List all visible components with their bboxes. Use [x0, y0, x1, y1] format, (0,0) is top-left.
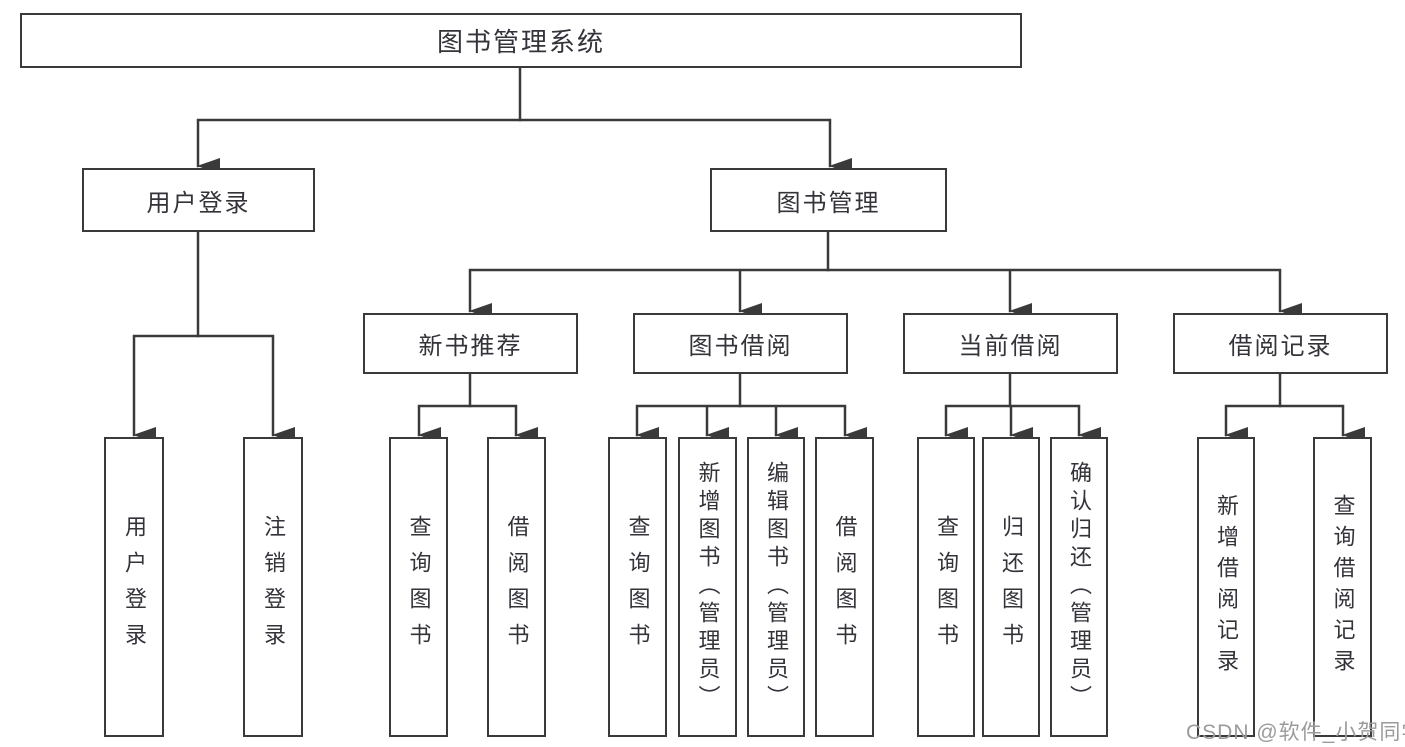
- leaf-return-book: 归还图书: [982, 437, 1040, 737]
- leaf-return-book-label: 归还图书: [999, 515, 1024, 659]
- leaf-query-books-borrow-label: 查询图书: [625, 515, 651, 659]
- node-current-borrowing-label: 当前借阅: [958, 333, 1063, 360]
- leaf-edit-book-admin: 编辑图书（管理员）: [747, 437, 805, 737]
- leaf-logout-label: 注销登录: [261, 515, 286, 659]
- node-new-book-recommend-label: 新书推荐: [418, 333, 523, 360]
- leaf-add-borrow-record-label: 新增借阅记录: [1214, 494, 1239, 680]
- node-book-management-label: 图书管理: [776, 189, 881, 217]
- leaf-borrow-books: 借阅图书: [815, 437, 874, 737]
- node-borrowing-records: 借阅记录: [1173, 313, 1388, 374]
- leaf-query-books-current-label: 查询图书: [934, 515, 959, 659]
- watermark-text: CSDN @软件_小贺同学: [1186, 721, 1405, 744]
- leaf-confirm-return-admin: 确认归还（管理员）: [1050, 437, 1108, 737]
- leaf-add-borrow-record: 新增借阅记录: [1197, 437, 1255, 737]
- node-library-system-label: 图书管理系统: [436, 27, 605, 57]
- leaf-borrow-books-recommend: 借阅图书: [487, 437, 546, 737]
- leaf-edit-book-admin-label: 编辑图书（管理员）: [764, 461, 789, 713]
- node-current-borrowing: 当前借阅: [903, 313, 1118, 374]
- node-user-login: 用户登录: [82, 168, 315, 232]
- leaf-query-books-recommend-label: 查询图书: [406, 515, 432, 659]
- leaf-add-book-admin-label: 新增图书（管理员）: [695, 461, 721, 713]
- node-book-borrowing: 图书借阅: [633, 313, 848, 374]
- leaf-borrow-books-label: 借阅图书: [832, 515, 858, 659]
- leaf-query-borrow-record: 查询借阅记录: [1313, 437, 1372, 737]
- leaf-query-books-current: 查询图书: [917, 437, 975, 737]
- node-user-login-label: 用户登录: [146, 189, 251, 217]
- leaf-user-login: 用户登录: [104, 437, 164, 737]
- leaf-user-login-label: 用户登录: [122, 515, 147, 659]
- node-borrowing-records-label: 借阅记录: [1228, 333, 1333, 360]
- leaf-query-borrow-record-label: 查询借阅记录: [1330, 494, 1356, 680]
- leaf-confirm-return-admin-label: 确认归还（管理员）: [1067, 461, 1092, 713]
- node-new-book-recommend: 新书推荐: [363, 313, 578, 374]
- leaf-logout: 注销登录: [243, 437, 303, 737]
- node-book-management: 图书管理: [710, 168, 947, 232]
- node-library-system: 图书管理系统: [20, 13, 1022, 68]
- leaf-add-book-admin: 新增图书（管理员）: [678, 437, 737, 737]
- node-book-borrowing-label: 图书借阅: [688, 333, 793, 360]
- leaf-query-books-recommend: 查询图书: [389, 437, 448, 737]
- leaf-borrow-books-recommend-label: 借阅图书: [504, 515, 530, 659]
- leaf-query-books-borrow: 查询图书: [608, 437, 667, 737]
